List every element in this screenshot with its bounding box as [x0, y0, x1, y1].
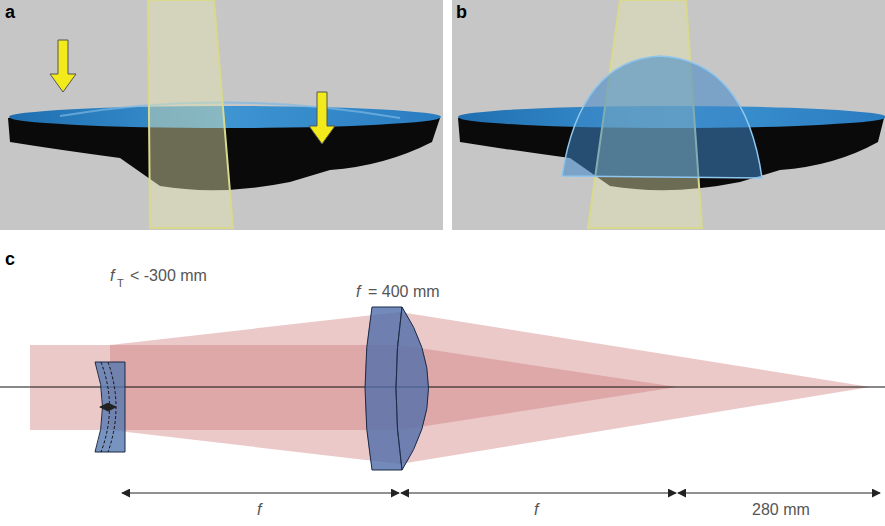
- dimension-arrow: [122, 493, 399, 494]
- yellow-arrow: [50, 40, 76, 92]
- yellow-arrow: [309, 92, 335, 144]
- panel-letter: b: [456, 3, 467, 21]
- focal-symbol: f: [110, 268, 114, 284]
- render-panel: [0, 0, 443, 230]
- subscript: T: [117, 278, 124, 289]
- dimension-label: 280 mm: [752, 502, 810, 518]
- render-panel: [452, 0, 885, 230]
- focal-length: = 400 mm: [368, 284, 440, 300]
- optical-axis: [0, 387, 885, 388]
- tunable-lens: [95, 362, 125, 452]
- doublet-lens: [396, 307, 429, 470]
- focal-symbol: f: [356, 284, 360, 300]
- dimension-label: f: [534, 502, 538, 518]
- dimension-arrow: [401, 493, 676, 494]
- panel-letter: c: [5, 250, 15, 268]
- diverged-beam: [110, 312, 870, 464]
- laser-beam: [148, 0, 233, 228]
- liquid-dome: [562, 56, 762, 178]
- dimension-arrow: [678, 493, 880, 494]
- focal-length: < -300 mm: [130, 268, 207, 284]
- panel-letter: a: [5, 3, 15, 21]
- dimension-label: f: [257, 502, 261, 518]
